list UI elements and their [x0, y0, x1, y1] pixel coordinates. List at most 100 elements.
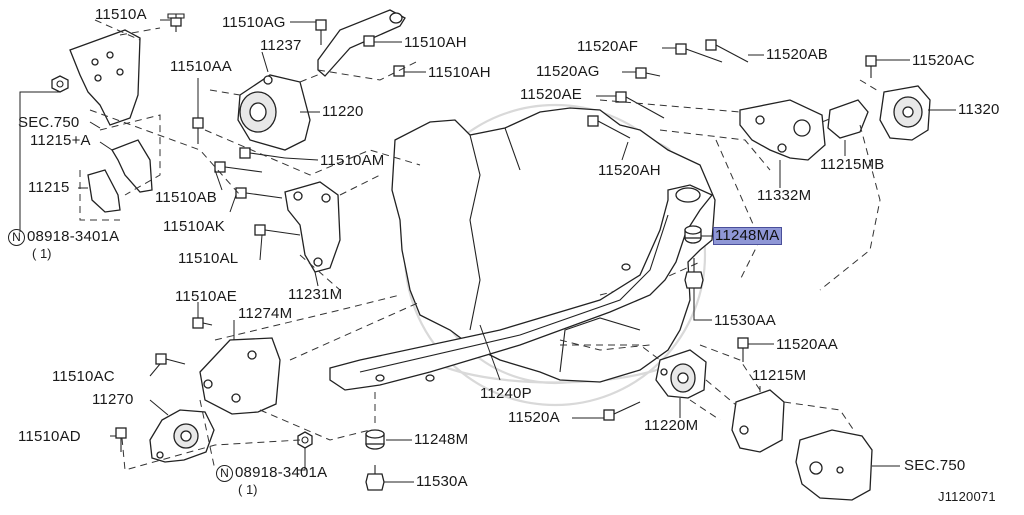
bolt-11510aa	[192, 117, 204, 144]
leader-11240p	[479, 324, 501, 381]
leader-11520ah	[621, 141, 629, 161]
insulator-11215mb	[827, 99, 869, 139]
leader-11231m	[314, 271, 319, 287]
dash-guide-bottom-left	[121, 399, 301, 471]
label-11520af: 11520AF	[577, 38, 639, 55]
diagram-id: J1120071	[938, 489, 996, 504]
leader-11510al	[259, 234, 263, 261]
label-nut-top-part: 08918-3401A	[27, 228, 120, 245]
leader-11270	[149, 399, 169, 416]
leader-11530aa	[693, 288, 712, 321]
insulator-11215m	[731, 389, 785, 453]
n-symbol-icon: N	[216, 465, 233, 482]
leader-11510ak	[229, 194, 237, 213]
leader-sec750-top	[89, 121, 101, 129]
label-11215: 11215	[28, 179, 70, 196]
dash-guide-right	[599, 79, 881, 171]
leader-nut-top	[19, 91, 60, 232]
bolts-11520-series	[587, 39, 749, 139]
n-symbol-icon: N	[8, 229, 25, 246]
label-11237: 11237	[260, 37, 302, 54]
label-11215a: 11215+A	[30, 132, 91, 149]
label-11510am: 11510AM	[320, 152, 385, 169]
label-11510al: 11510AL	[178, 250, 239, 267]
mount-11270	[149, 409, 215, 463]
dash-guide-bottom-left-2	[214, 294, 421, 441]
label-11530a: 11530A	[416, 473, 468, 490]
label-11530aa: 11530AA	[714, 312, 777, 329]
bolt-11510ac	[155, 353, 186, 365]
label-11510a: 11510A	[95, 6, 147, 23]
bolt-11510a	[167, 13, 185, 32]
label-11520ag: 11520AG	[536, 63, 600, 80]
leader-11510ab	[214, 169, 223, 191]
dash-guide-left	[89, 109, 241, 196]
leader-nut-bottom	[298, 448, 306, 471]
bolts-11510am-ab-ak-al	[214, 147, 301, 236]
label-11520ah: 11520AH	[598, 162, 661, 179]
label-11510ab: 11510AB	[155, 189, 218, 206]
crossmember-11240p	[329, 184, 714, 391]
label-11520ac: 11520AC	[912, 52, 975, 69]
bracket-11231m	[284, 174, 381, 291]
label-11240p: 11240P	[480, 385, 532, 402]
stud-11530aa	[684, 258, 704, 289]
label-11510aa: 11510AA	[170, 58, 233, 75]
label-sec750-top: SEC.750	[18, 114, 80, 131]
bracket-11215-sec750	[69, 19, 161, 126]
label-nut-bottom-qty: ( 1)	[238, 482, 258, 497]
nut-11248m	[365, 429, 385, 450]
label-11520aa: 11520AA	[776, 336, 839, 353]
dash-guide-top	[204, 129, 421, 176]
label-11270: 11270	[92, 391, 134, 408]
bracket-11332m	[739, 99, 826, 161]
bracket-sec750-bottom	[795, 429, 873, 501]
label-11320: 11320	[958, 101, 1000, 118]
mount-11220m	[655, 349, 707, 399]
label-11510ag: 11510AG	[222, 14, 286, 31]
label-nut-top-qty: ( 1)	[32, 246, 52, 261]
bolt-11510ag	[315, 19, 327, 45]
label-11510ae: 11510AE	[175, 288, 238, 305]
label-11510ak: 11510AK	[163, 218, 226, 235]
bracket-11510ah	[317, 9, 421, 81]
label-11520ae: 11520AE	[520, 86, 583, 103]
label-sec750-bottom: SEC.750	[904, 457, 966, 474]
leader-11215a	[99, 141, 113, 151]
nut-08918-top	[51, 75, 69, 93]
nut-08918-bottom	[297, 431, 313, 449]
leader-11510ac	[149, 363, 161, 377]
nut-11248ma	[684, 225, 702, 244]
label-nut-bottom-part: 08918-3401A	[235, 464, 328, 481]
bolt-11520ac	[865, 55, 877, 78]
bracket-11274m	[199, 337, 281, 415]
bolt-11520a	[603, 401, 641, 421]
stud-11530a	[365, 465, 385, 491]
label-11510ac: 11510AC	[52, 368, 115, 385]
label-11510ah-2: 11510AH	[428, 64, 491, 81]
label-11274m: 11274M	[238, 305, 293, 322]
bolt-11510ae	[192, 317, 213, 329]
mount-11220	[209, 69, 331, 151]
leader-11237	[261, 51, 269, 73]
leader-11510am	[284, 157, 319, 161]
insulator-11215	[79, 114, 161, 221]
label-11220m: 11220M	[644, 417, 699, 434]
label-11220: 11220	[322, 103, 364, 120]
label-11510ah-1: 11510AH	[404, 34, 467, 51]
dash-guide-bottom-right	[560, 344, 856, 433]
label-11520ab: 11520AB	[766, 46, 829, 63]
mount-11320	[879, 85, 931, 141]
bolt-11510ad	[115, 427, 127, 452]
label-11215mb: 11215MB	[820, 156, 885, 173]
label-11248ma-highlighted[interactable]: 11248MA	[713, 227, 782, 245]
bolt-11520aa	[737, 337, 749, 362]
label-11231m: 11231M	[288, 286, 343, 303]
label-11332m: 11332M	[757, 187, 812, 204]
label-11248m: 11248M	[414, 431, 469, 448]
label-11520a: 11520A	[508, 409, 560, 426]
